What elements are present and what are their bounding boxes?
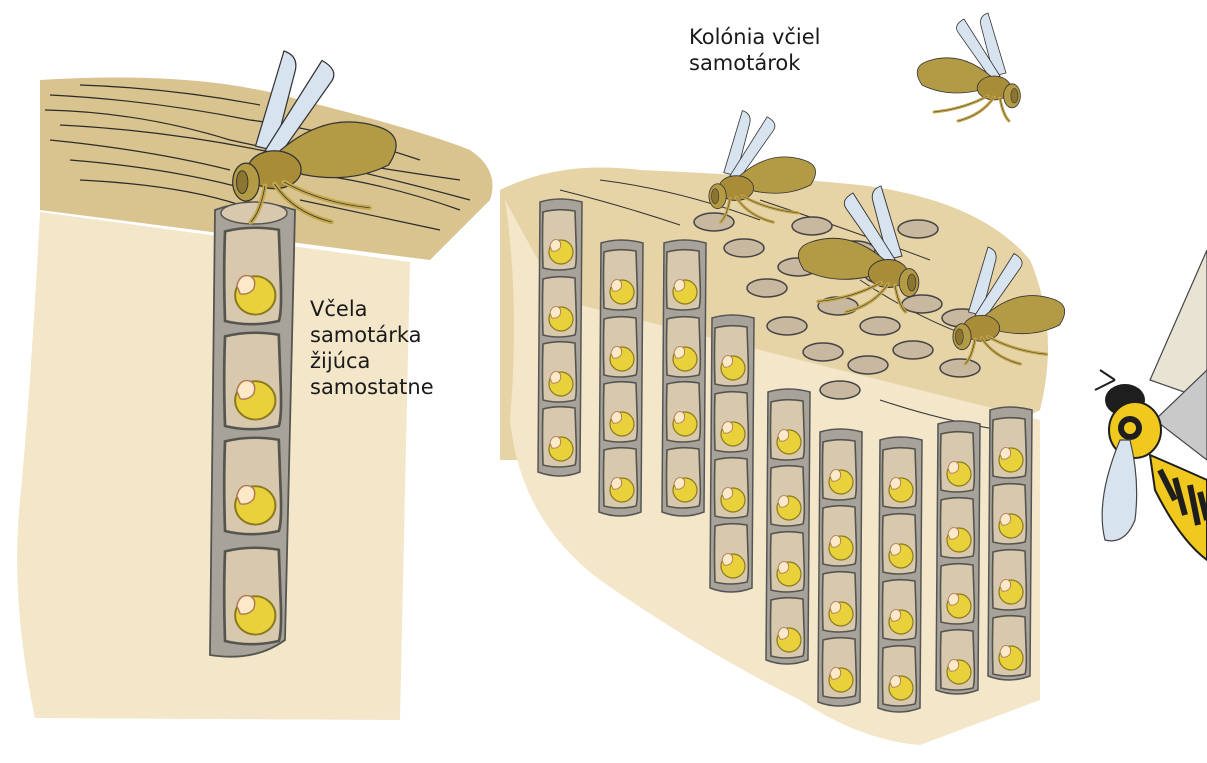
colony-nest: [500, 13, 1065, 745]
label-line: samotárka: [310, 322, 434, 348]
bee-icon: [917, 13, 1020, 121]
label-line: samotárok: [689, 50, 821, 76]
label-colony: Kolónia včiel samotárok: [689, 24, 821, 76]
label-solitary-bee: Včela samotárka žijúca samostatne: [310, 296, 434, 400]
label-line: samostatne: [310, 374, 434, 400]
label-line: žijúca: [310, 348, 434, 374]
label-line: Kolónia včiel: [689, 24, 821, 50]
label-line: Včela: [310, 296, 434, 322]
wasp-icon: [1095, 250, 1207, 560]
